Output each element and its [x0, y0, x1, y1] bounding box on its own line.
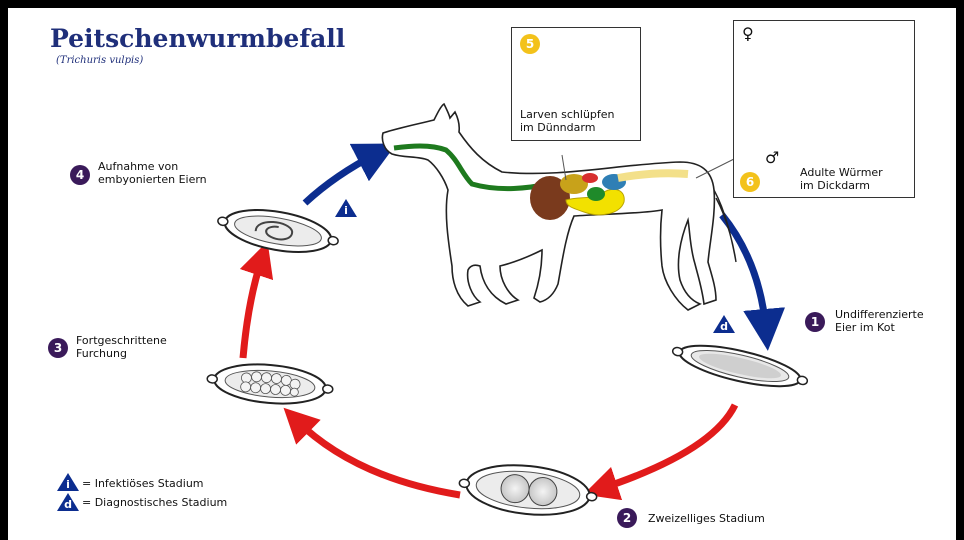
step-4-label-line2: embyonierten Eiern: [98, 173, 207, 186]
step-1-badge: 1: [805, 312, 825, 332]
step-4-label-line1: Aufnahme von: [98, 160, 178, 173]
box5-label-line1: Larven schlüpfen: [520, 108, 615, 121]
step-4-badge: 4: [70, 165, 90, 185]
step-2-label: Zweizelliges Stadium: [648, 512, 765, 525]
step-3-label-line1: Fortgeschrittene: [76, 334, 167, 347]
box5-label-line2: im Dünndarm: [520, 121, 595, 134]
legend-infective-icon: i: [56, 472, 80, 492]
step-3-label-line2: Furchung: [76, 347, 127, 360]
step-3-badge: 3: [48, 338, 68, 358]
female-symbol: ♀: [742, 24, 754, 43]
step-1-label-line1: Undifferenzierte: [835, 308, 924, 321]
diagnostic-stage-marker: d: [712, 314, 736, 334]
page-subtitle: (Trichuris vulpis): [56, 55, 143, 66]
male-symbol: ♂: [765, 148, 779, 167]
step-1-label-line2: Eier im Kot: [835, 321, 895, 334]
step-2-badge: 2: [617, 508, 637, 528]
legend-infective-text: = Infektiöses Stadium: [82, 477, 204, 490]
legend-diagnostic-text: = Diagnostisches Stadium: [82, 496, 227, 509]
legend-diagnostic-icon: d: [56, 492, 80, 512]
lifecycle-diagram: Peitschenwurmbefall (Trichuris vulpis) 5…: [8, 8, 956, 540]
page-title: Peitschenwurmbefall: [50, 24, 345, 53]
stage-5-badge: 5: [520, 34, 540, 54]
infective-stage-marker: i: [334, 198, 358, 218]
box6-label-line1: Adulte Würmer: [800, 166, 883, 179]
stage-6-badge: 6: [740, 172, 760, 192]
box6-label-line2: im Dickdarm: [800, 179, 870, 192]
